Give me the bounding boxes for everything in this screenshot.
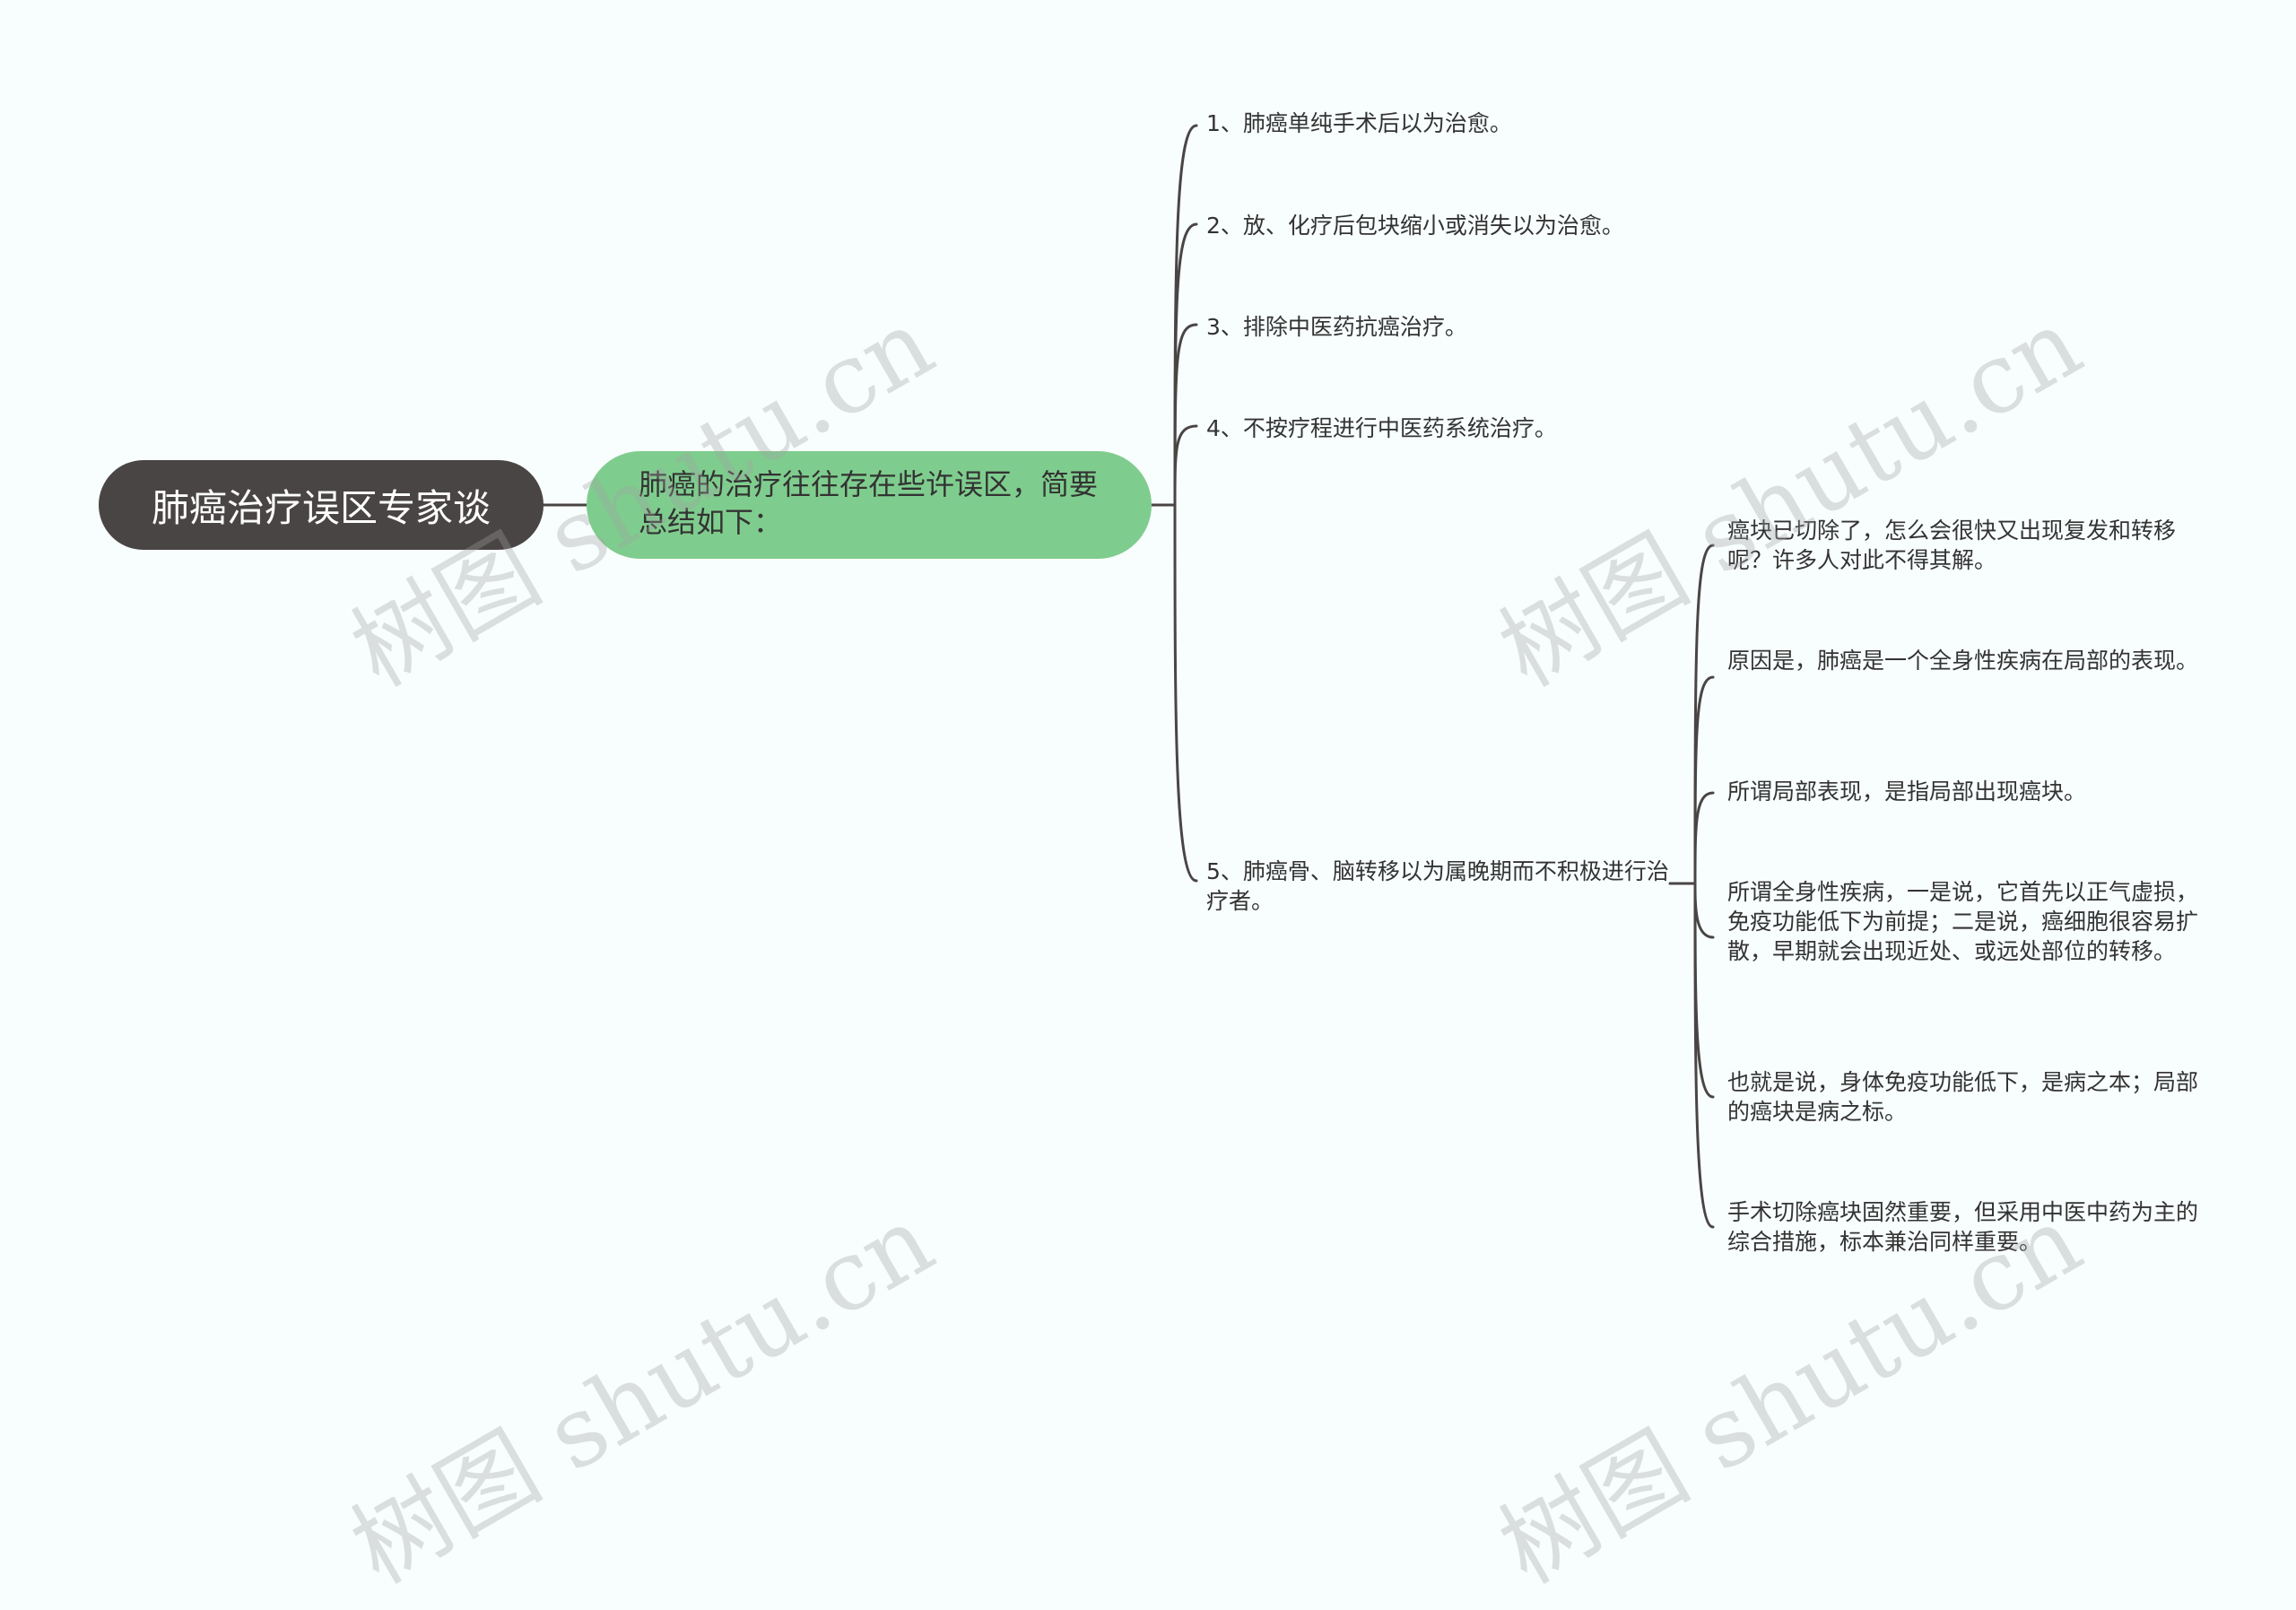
connector-branch-3 (1173, 323, 1198, 507)
connector-branch-5 (1173, 503, 1198, 883)
sub-item-label: 癌块已切除了，怎么会很快又出现复发和转移呢？许多人对此不得其解。 (1727, 518, 2177, 573)
branch-item-5[interactable]: 5、肺癌骨、脑转移以为属晚期而不积极进行治疗者。 (1206, 857, 1673, 916)
branch-item-1[interactable]: 1、肺癌单纯手术后以为治愈。 (1206, 109, 1512, 138)
sub-item-1[interactable]: 癌块已切除了，怎么会很快又出现复发和转移呢？许多人对此不得其解。 (1727, 516, 2203, 575)
branch-label: 5、肺癌骨、脑转移以为属晚期而不积极进行治疗者。 (1206, 858, 1669, 914)
connector-sub-4 (1693, 882, 1715, 939)
sub-item-label: 所谓全身性疾病，一是说，它首先以正气虚损，免疫功能低下为前提；二是说，癌细胞很容… (1727, 879, 2199, 964)
connector-sub-6 (1693, 882, 1715, 1229)
root-node[interactable]: 肺癌治疗误区专家谈 (99, 460, 544, 550)
connector-sub-2 (1693, 675, 1715, 885)
sub-item-3[interactable]: 所谓局部表现，是指局部出现癌块。 (1727, 777, 2203, 806)
sub-item-label: 所谓局部表现，是指局部出现癌块。 (1727, 779, 2087, 805)
branch-label: 4、不按疗程进行中医药系统治疗。 (1206, 415, 1557, 441)
sub-item-label: 也就是说，身体免疫功能低下，是病之本；局部的癌块是病之标。 (1727, 1069, 2199, 1125)
branch-label: 3、排除中医药抗癌治疗。 (1206, 314, 1467, 340)
branch-item-3[interactable]: 3、排除中医药抗癌治疗。 (1206, 312, 1467, 342)
root-label: 肺癌治疗误区专家谈 (151, 485, 491, 530)
branch-label: 2、放、化疗后包块缩小或消失以为治愈。 (1206, 213, 1624, 239)
main-topic-node[interactable]: 肺癌的治疗往往存在些许误区，简要总结如下： (587, 451, 1152, 559)
sub-item-6[interactable]: 手术切除癌块固然重要，但采用中医中药为主的综合措施，标本兼治同样重要。 (1727, 1197, 2203, 1257)
branch-label: 1、肺癌单纯手术后以为治愈。 (1206, 110, 1512, 136)
connector-sub-3 (1693, 791, 1715, 885)
sub-item-label: 手术切除癌块固然重要，但采用中医中药为主的综合措施，标本兼治同样重要。 (1727, 1199, 2199, 1255)
branch-item-2[interactable]: 2、放、化疗后包块缩小或消失以为治愈。 (1206, 211, 1624, 240)
connector-branch-4 (1173, 424, 1198, 507)
main-topic-label: 肺癌的治疗往往存在些许误区，简要总结如下： (639, 467, 1099, 539)
connector-layer (542, 124, 1715, 1229)
sub-item-4[interactable]: 所谓全身性疾病，一是说，它首先以正气虚损，免疫功能低下为前提；二是说，癌细胞很容… (1727, 877, 2203, 966)
branch-item-4[interactable]: 4、不按疗程进行中医药系统治疗。 (1206, 413, 1557, 443)
sub-item-5[interactable]: 也就是说，身体免疫功能低下，是病之本；局部的癌块是病之标。 (1727, 1067, 2203, 1127)
sub-item-2[interactable]: 原因是，肺癌是一个全身性疾病在局部的表现。 (1727, 646, 2203, 675)
sub-item-label: 原因是，肺癌是一个全身性疾病在局部的表现。 (1727, 648, 2199, 674)
